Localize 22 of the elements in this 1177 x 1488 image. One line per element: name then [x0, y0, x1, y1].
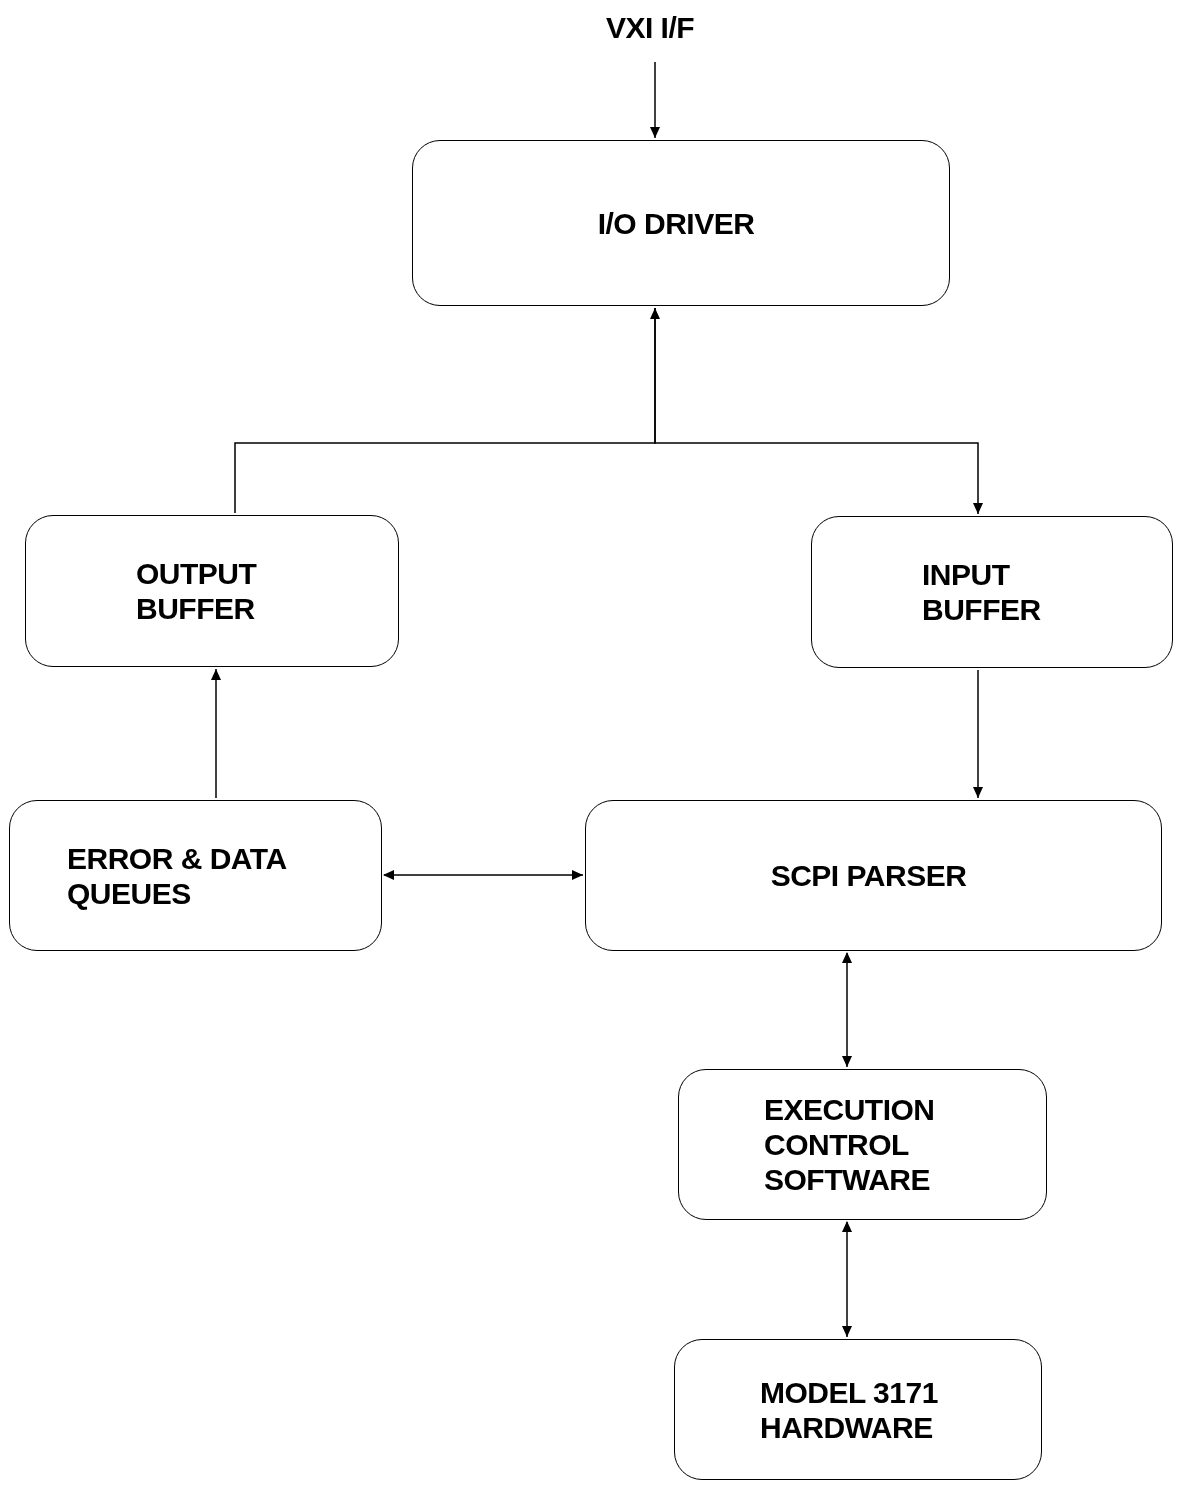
- box-label: I/O DRIVER: [597, 205, 755, 241]
- interface-label: VXI I/F: [605, 10, 695, 45]
- box-label: EXECUTION CONTROL SOFTWARE: [764, 1092, 936, 1197]
- process-box: [674, 1339, 1042, 1480]
- box-label: MODEL 3171 HARDWARE: [760, 1374, 939, 1445]
- process-box: [811, 516, 1173, 668]
- arrow: [234, 307, 660, 514]
- box-label: ERROR & DATA QUEUES: [67, 840, 287, 911]
- box-label: SCPI PARSER: [770, 858, 967, 893]
- process-box: [412, 140, 950, 306]
- process-box: [9, 800, 382, 951]
- arrow: [842, 1221, 852, 1338]
- process-box: [585, 800, 1162, 951]
- arrow: [842, 952, 852, 1068]
- box-label: OUTPUT BUFFER: [136, 556, 258, 626]
- arrow: [383, 870, 584, 880]
- arrow: [973, 669, 983, 799]
- process-box: [25, 515, 399, 667]
- arrow: [211, 668, 221, 799]
- arrow: [650, 61, 660, 139]
- process-box: [678, 1069, 1047, 1220]
- box-label: INPUT BUFFER: [922, 557, 1042, 627]
